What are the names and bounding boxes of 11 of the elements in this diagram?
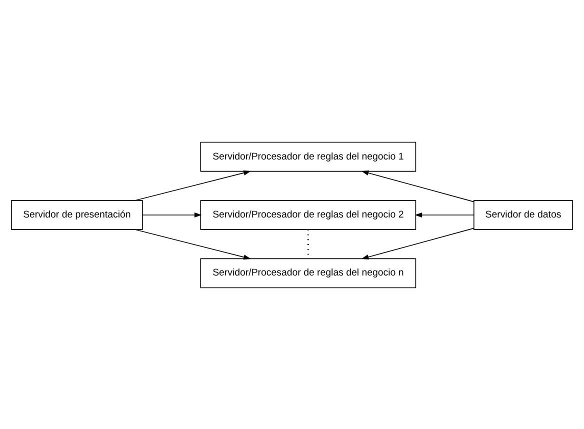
arrow [134,228,251,260]
arrow [361,227,474,259]
node-box: Servidor/Procesador de reglas del negocio n [200,258,416,288]
arrow [134,170,251,200]
node-box: Servidor de datos [474,200,573,230]
arrow [142,212,202,218]
arrow [414,212,474,218]
node-box: Servidor/Procesador de reglas del negocio 2 [200,200,416,230]
node-box: Servidor/Procesador de reglas del negocio 1 [200,141,416,172]
node-box: Servidor de presentación [11,200,143,230]
arrow [361,170,474,202]
